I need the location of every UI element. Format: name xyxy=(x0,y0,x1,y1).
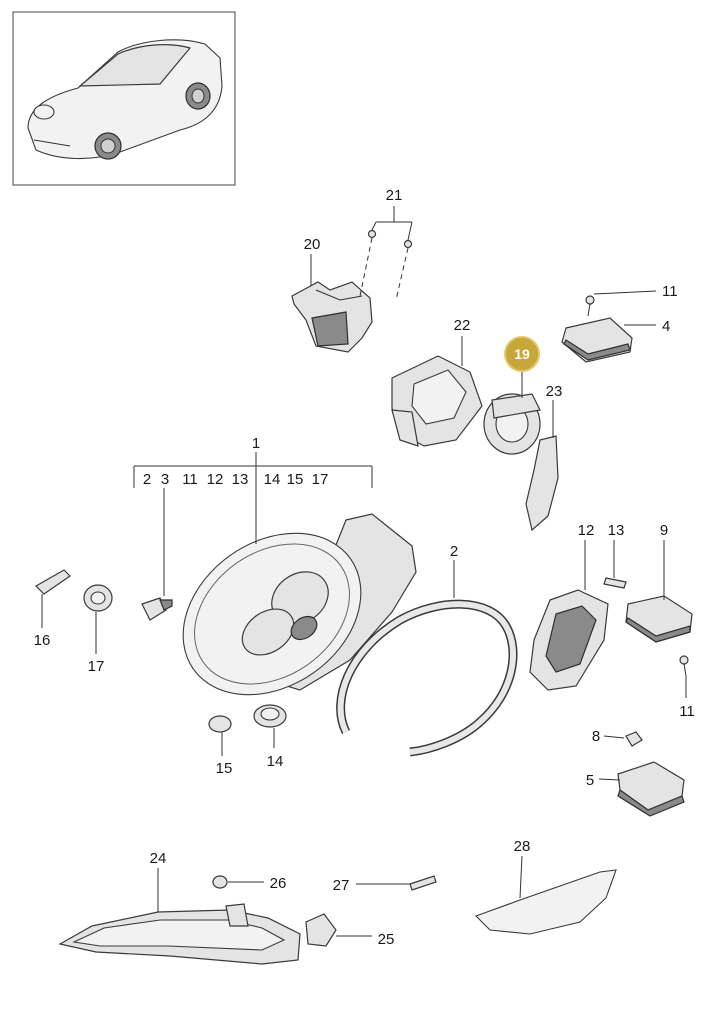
part-17-socket xyxy=(83,584,113,612)
callout-20[interactable]: 20 xyxy=(304,236,321,253)
callout-21[interactable]: 21 xyxy=(386,187,403,204)
callout-28[interactable]: 28 xyxy=(514,838,531,855)
callout-11-lower[interactable]: 11 xyxy=(679,703,695,720)
sub-12[interactable]: 12 xyxy=(207,471,224,488)
callout-15[interactable]: 15 xyxy=(216,760,233,777)
leader-lines xyxy=(41,206,687,937)
part-26-nut xyxy=(212,875,228,889)
callout-26[interactable]: 26 xyxy=(270,875,287,892)
part-2-trim-ring xyxy=(336,599,518,757)
sub-11[interactable]: 11 xyxy=(182,471,198,488)
part-11-screw-lower xyxy=(679,655,689,677)
callout-19[interactable]: 19 xyxy=(514,346,530,362)
part-28-lens xyxy=(475,869,617,935)
callout-23[interactable]: 23 xyxy=(546,383,563,400)
part-19-module xyxy=(483,393,541,455)
part-11-screw-top xyxy=(585,295,595,317)
part-13-screw xyxy=(603,577,627,589)
callout-12[interactable]: 12 xyxy=(578,522,595,539)
callout-19-highlight[interactable]: 19 xyxy=(504,336,540,372)
sub-14[interactable]: 14 xyxy=(264,471,281,488)
callout-8[interactable]: 8 xyxy=(592,728,600,745)
callout-9[interactable]: 9 xyxy=(660,522,668,539)
part-9-module xyxy=(625,595,693,643)
sub-15[interactable]: 15 xyxy=(287,471,304,488)
sub-3[interactable]: 3 xyxy=(161,471,169,488)
part-1-headlight xyxy=(182,513,417,696)
callout-4[interactable]: 4 xyxy=(662,318,670,335)
part-20-bracket xyxy=(291,281,373,353)
part-8-nut xyxy=(625,731,643,747)
callout-11-top[interactable]: 11 xyxy=(662,283,678,300)
callout-5[interactable]: 5 xyxy=(586,772,594,789)
part-12-frame xyxy=(529,589,609,691)
part-25-socket xyxy=(305,913,337,947)
part-22-bracket xyxy=(391,355,483,447)
part-24-housing xyxy=(58,903,301,965)
part-21-screws xyxy=(359,229,413,301)
part-14-cap xyxy=(253,704,287,728)
callout-labels: 21 20 11 4 22 19 23 1 2 3 11 12 13 14 15… xyxy=(34,187,695,948)
part-23-shield xyxy=(525,435,559,532)
callout-17[interactable]: 17 xyxy=(88,658,105,675)
callout-1-subparts: 2 3 11 12 13 14 15 17 xyxy=(143,471,329,488)
part-5-module xyxy=(617,761,685,817)
callout-27[interactable]: 27 xyxy=(333,877,350,894)
callout-25[interactable]: 25 xyxy=(378,931,395,948)
callout-13[interactable]: 13 xyxy=(608,522,625,539)
part-4-module xyxy=(561,317,633,363)
sub-17[interactable]: 17 xyxy=(312,471,329,488)
part-3-bulb xyxy=(141,597,173,621)
callout-16[interactable]: 16 xyxy=(34,632,51,649)
part-16-cover xyxy=(35,569,71,595)
callout-2[interactable]: 2 xyxy=(450,543,458,560)
callout-24[interactable]: 24 xyxy=(150,850,167,867)
car-thumbnail xyxy=(12,11,236,186)
callout-14[interactable]: 14 xyxy=(267,753,284,770)
callout-1[interactable]: 1 xyxy=(252,435,260,452)
part-15-cap xyxy=(208,715,232,733)
callout-22[interactable]: 22 xyxy=(454,317,471,334)
sub-2[interactable]: 2 xyxy=(143,471,151,488)
sub-13[interactable]: 13 xyxy=(232,471,249,488)
part-27-screw xyxy=(409,875,437,891)
